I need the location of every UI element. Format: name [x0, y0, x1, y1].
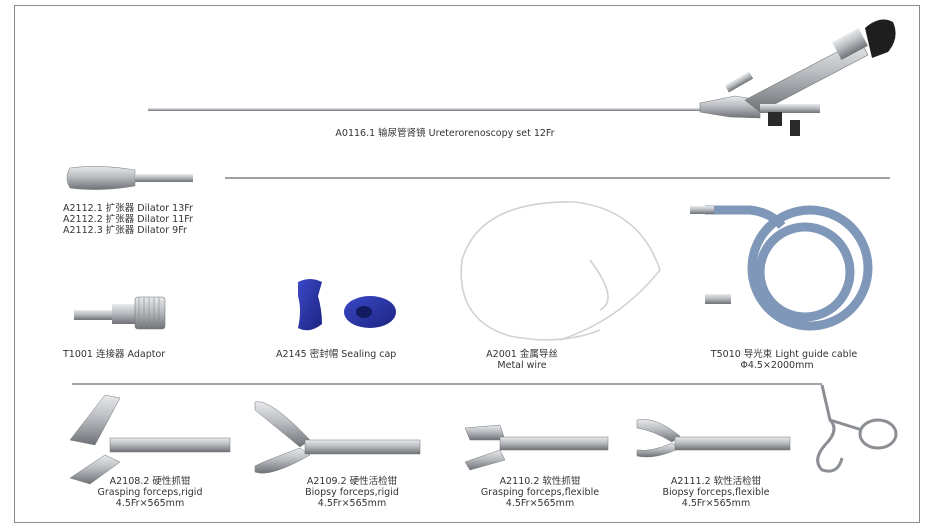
biopsy-flex-image	[636, 419, 791, 458]
adaptor-label: T1001 连接器 Adaptor	[63, 349, 166, 360]
biopsy-flex-label-2: Biopsy forceps,flexible	[662, 487, 770, 498]
ureteroscope-label: A0116.1 输尿管肾镜 Ureterorenoscopy set 12Fr	[335, 128, 555, 139]
biopsy-rigid-image	[254, 401, 421, 474]
grasping-rigid-label-3: 4.5Fr×565mm	[115, 498, 185, 509]
dilator-image	[66, 166, 193, 190]
light-cable-label-1: T5010 导光束 Light guide cable	[710, 349, 858, 360]
dilator-label-3: A2112.3 扩张器 Dilator 9Fr	[63, 225, 187, 236]
biopsy-rigid-label-1: A2109.2 硬性活检钳	[306, 476, 398, 487]
adaptor-image	[74, 296, 166, 330]
guide-rod-image	[225, 177, 890, 179]
metal-wire-label-1: A2001 金属导丝	[486, 349, 558, 360]
light-cable-label-2: Φ4.5×2000mm	[740, 360, 814, 371]
sealing-cap-image	[298, 279, 396, 331]
biopsy-rigid-label-3: 4.5Fr×565mm	[317, 498, 387, 509]
dilator-label-2: A2112.2 扩张器 Dilator 11Fr	[63, 214, 193, 225]
sealing-cap-label: A2145 密封帽 Sealing cap	[276, 349, 397, 360]
grasping-flex-label-1: A2110.2 软性抓钳	[499, 476, 581, 487]
metal-wire-image	[460, 201, 661, 341]
biopsy-flex-label-1: A2111.2 软性活检钳	[670, 476, 762, 487]
grasping-rigid-label-2: Grasping forceps,rigid	[97, 487, 203, 498]
grasping-rigid-image	[69, 394, 231, 485]
ureteroscope-image	[148, 19, 896, 136]
biopsy-rigid-label-2: Biopsy forceps,rigid	[305, 487, 399, 498]
forceps-shaft-image	[72, 383, 822, 385]
biopsy-flex-label-3: 4.5Fr×565mm	[681, 498, 751, 509]
dilator-label-1: A2112.1 扩张器 Dilator 13Fr	[63, 203, 193, 214]
light-cable-image	[690, 205, 873, 331]
grasping-flex-label-3: 4.5Fr×565mm	[505, 498, 575, 509]
grasping-rigid-label-1: A2108.2 硬性抓钳	[109, 476, 191, 487]
grasping-flex-image	[464, 424, 609, 471]
metal-wire-label-2: Metal wire	[497, 360, 547, 371]
forceps-handle-image	[816, 384, 898, 473]
grasping-flex-label-2: Grasping forceps,flexible	[480, 487, 600, 498]
